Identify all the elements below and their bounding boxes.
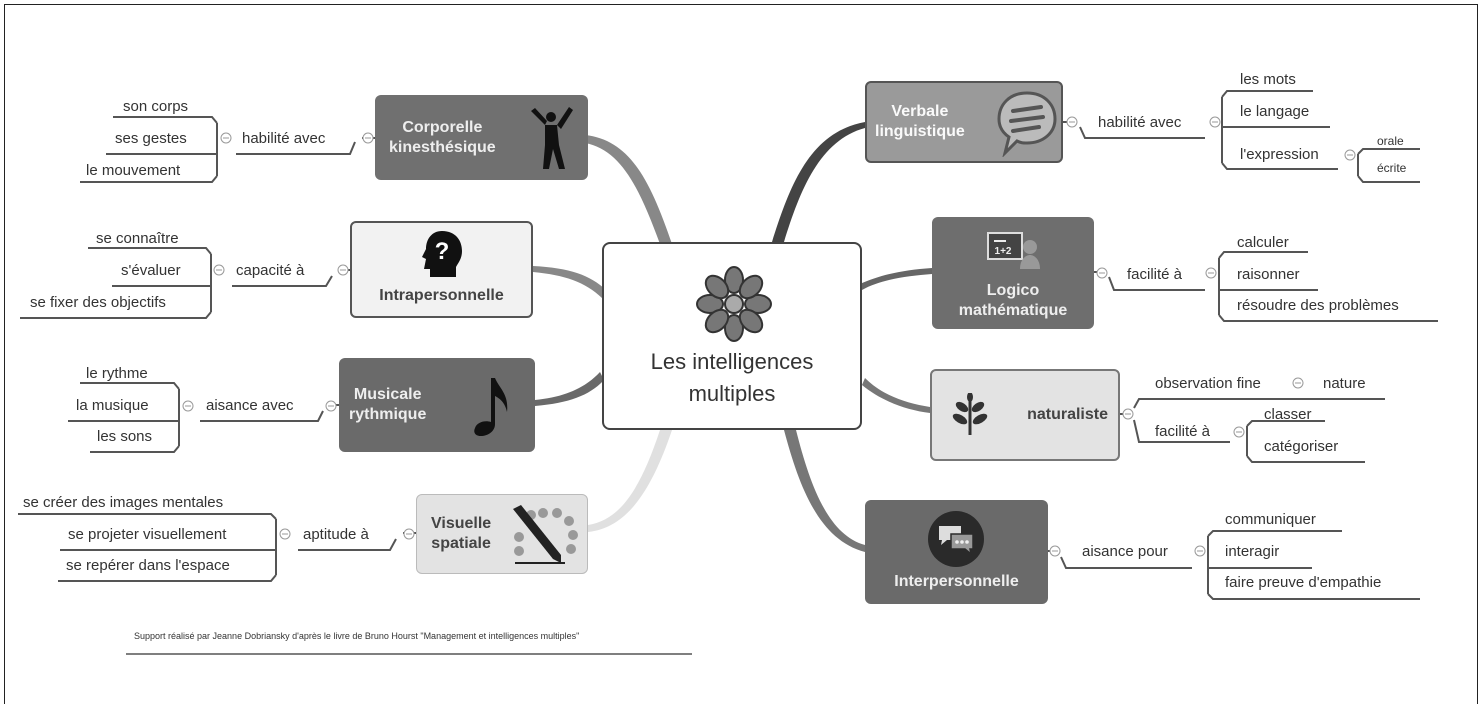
verbale-sub-item-1: orale	[1377, 134, 1404, 148]
musicale-item-1: le rythme	[86, 365, 148, 382]
intra-label: Intrapersonnelle	[379, 287, 504, 304]
link-musicale	[535, 372, 604, 406]
logico-connector: facilité à	[1127, 266, 1183, 283]
naturaliste-connector-2: facilité à	[1155, 423, 1211, 440]
corporelle-item-2: ses gestes	[115, 130, 187, 147]
naturaliste-connector-1: observation fine	[1155, 375, 1261, 392]
verbale-item-2: le langage	[1240, 103, 1310, 120]
corporelle-label-1: Corporelle	[402, 118, 483, 136]
logico-item-2: raisonner	[1237, 266, 1300, 283]
logico-label-1: Logico	[986, 282, 1040, 299]
topic-logico[interactable]: Logico mathématique 1+2	[932, 217, 1094, 329]
footer-credit: Support réalisé par Jeanne Dobriansky d'…	[134, 631, 580, 641]
speech-bubble-icon	[997, 91, 1057, 157]
visuelle-item-3: se repérer dans l'espace	[66, 557, 230, 574]
corporelle-connector: habilité avec	[242, 130, 326, 147]
topic-naturaliste[interactable]: naturaliste	[930, 369, 1120, 461]
diagram-frame	[4, 4, 1478, 704]
link-inter	[784, 430, 865, 552]
intra-item-2: s'évaluer	[121, 262, 181, 279]
dancer-icon	[531, 107, 573, 169]
musicale-label-2: rythmique	[349, 406, 427, 423]
corporelle-item-3: le mouvement	[86, 162, 181, 179]
inter-label: Interpersonnelle	[894, 573, 1019, 590]
musicale-label-1: Musicale	[353, 386, 422, 403]
visuelle-label-1: Visuelle	[431, 515, 492, 532]
topic-interpersonnelle[interactable]: Interpersonnelle	[865, 500, 1048, 604]
intra-item-3: se fixer des objectifs	[30, 294, 166, 311]
central-topic-title: Les intelligences multiples	[604, 346, 860, 410]
blackboard-icon: 1+2	[987, 232, 1040, 269]
visuelle-label-2: spatiale	[431, 535, 491, 552]
question-head-icon: ?	[422, 231, 462, 277]
intra-item-1: se connaître	[96, 230, 179, 247]
inter-connector: aisance pour	[1082, 543, 1168, 560]
verbale-label-1: Verbale	[891, 103, 949, 120]
naturaliste-label: naturaliste	[1027, 406, 1108, 423]
topic-corporelle[interactable]: Corporelle kinesthésique	[375, 95, 588, 180]
link-intra	[533, 266, 606, 298]
topic-musicale[interactable]: Musicale rythmique	[339, 358, 535, 452]
musicale-item-3: les sons	[97, 428, 153, 445]
logico-item-3: résoudre des problèmes	[1237, 297, 1399, 314]
leaf-sprig-icon	[952, 393, 988, 435]
topic-visuelle[interactable]: Visuelle spatiale	[416, 494, 588, 574]
link-logico	[860, 268, 932, 290]
visuelle-connector: aptitude à	[303, 526, 369, 543]
verbale-item-3: l'expression	[1240, 146, 1319, 163]
visuelle-item-1: se créer des images mentales	[23, 494, 224, 511]
link-naturaliste	[862, 378, 930, 413]
musicale-item-2: la musique	[76, 397, 149, 414]
palette-pencil-icon	[513, 505, 578, 564]
link-verbale	[772, 122, 865, 242]
flower-icon	[696, 266, 772, 342]
corporelle-item-1: son corps	[123, 98, 189, 115]
inter-item-3: faire preuve d'empathie	[1225, 574, 1382, 591]
link-corporelle	[585, 135, 672, 244]
chat-bubbles-icon	[928, 511, 984, 567]
naturaliste-item-2: catégoriser	[1264, 438, 1339, 455]
inter-item-2: interagir	[1225, 543, 1280, 560]
music-note-icon	[474, 378, 508, 436]
central-topic[interactable]: Les intelligences multiples	[602, 242, 862, 430]
logico-item-1: calculer	[1237, 234, 1289, 251]
verbale-item-1: les mots	[1240, 71, 1296, 88]
visuelle-item-2: se projeter visuellement	[68, 526, 227, 543]
naturaliste-connector-1-target: nature	[1323, 375, 1366, 392]
topic-verbale[interactable]: Verbale linguistique	[865, 81, 1063, 163]
logico-label-2: mathématique	[958, 302, 1068, 319]
intra-connector: capacité à	[236, 262, 305, 279]
verbale-sub-item-2: écrite	[1377, 161, 1407, 175]
topic-intrapersonnelle[interactable]: Intrapersonnelle ?	[350, 221, 533, 318]
central-topic-text: Les intelligences multiples	[650, 349, 814, 406]
verbale-label-2: linguistique	[875, 123, 965, 140]
naturaliste-item-1: classer	[1264, 406, 1312, 423]
corporelle-label-2: kinesthésique	[389, 138, 496, 156]
inter-item-1: communiquer	[1225, 511, 1316, 528]
musicale-connector: aisance avec	[206, 397, 294, 414]
verbale-connector: habilité avec	[1098, 114, 1182, 131]
svg-text:?: ?	[435, 238, 450, 265]
link-visuelle	[588, 430, 672, 532]
logico-icon-text: 1+2	[995, 246, 1012, 257]
